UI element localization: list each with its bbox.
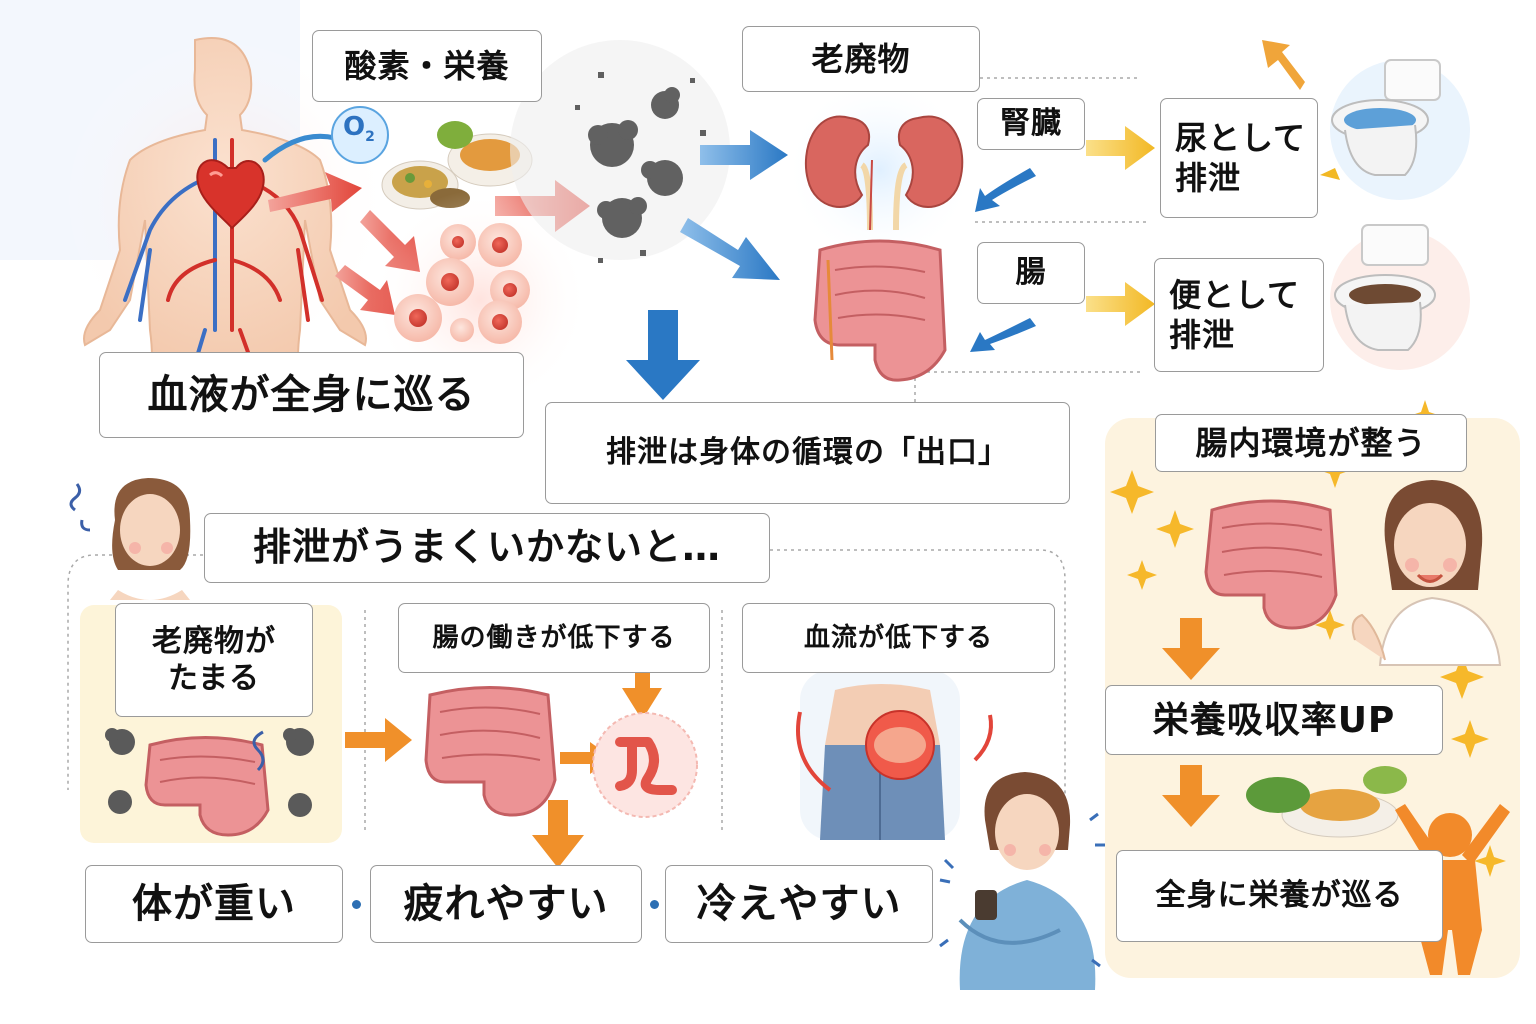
kidney-label: 腎臓	[977, 98, 1085, 150]
blood-flow-decline-label: 血流が低下する	[742, 603, 1055, 673]
waste-accumulates-label: 老廃物が たまる	[115, 603, 313, 717]
orange-arrows-right	[1162, 618, 1220, 827]
waste-accumulates-line2: たまる	[167, 661, 261, 696]
stool-line1: 便として	[1169, 276, 1301, 314]
worried-woman-illustration	[69, 478, 191, 600]
stool-excretion-label: 便として 排泄	[1154, 258, 1324, 372]
oxygen-symbol: O	[343, 112, 366, 142]
waste-label: 老廃物	[742, 26, 980, 92]
separator-dot	[650, 900, 659, 909]
cold-belly-illustration	[796, 670, 993, 840]
blood-circulates-label: 血液が全身に巡る	[99, 352, 524, 438]
toilet-illustration-urine	[1330, 59, 1470, 200]
oxygen-subscript: 2	[365, 129, 375, 146]
heavy-body-label: 体が重い	[85, 865, 343, 943]
excretion-exit-label: 排泄は身体の循環の「出口」	[545, 402, 1070, 504]
absorption-up-label: 栄養吸収率UP	[1105, 685, 1443, 755]
intestine-with-waste-illustration	[105, 728, 314, 837]
kidneys-illustration	[785, 75, 975, 265]
happy-woman-illustration	[1351, 480, 1502, 666]
tired-easily-label: 疲れやすい	[370, 865, 642, 943]
if-excretion-fails-label: 排泄がうまくいかないと…	[204, 513, 770, 583]
bowel-function-decline-label: 腸の働きが低下する	[398, 603, 710, 673]
constipation-badge-illustration	[592, 712, 698, 818]
intestine-label: 腸	[977, 242, 1085, 304]
blue-arrows	[626, 130, 1036, 400]
toilet-illustration-stool	[1330, 224, 1470, 370]
gut-environment-label: 腸内環境が整う	[1155, 414, 1467, 472]
healthy-food-illustration	[1246, 766, 1407, 838]
healthy-intestine-illustration	[1204, 499, 1338, 630]
urine-line1: 尿として	[1175, 119, 1307, 157]
waste-particles-illustration	[510, 40, 730, 263]
stool-line2: 排泄	[1169, 316, 1236, 354]
intestine-illustration-middle	[424, 686, 557, 817]
cold-easily-label: 冷えやすい	[665, 865, 933, 943]
food-plates-illustration	[381, 121, 533, 210]
oxygen-bubble-icon	[262, 106, 389, 164]
urine-excretion-label: 尿として 排泄	[1160, 98, 1318, 218]
separator-dot	[352, 900, 361, 909]
oxygen-symbol-icon: O2	[343, 112, 379, 148]
yellow-arrows	[1086, 40, 1340, 326]
intestine-illustration-top	[813, 239, 947, 382]
oxygen-nutrition-label: 酸素・栄養	[312, 30, 542, 102]
nutrients-circulate-label: 全身に栄養が巡る	[1116, 850, 1443, 942]
urine-line2: 排泄	[1175, 159, 1242, 197]
waste-accumulates-line1: 老廃物が	[152, 623, 276, 659]
cold-woman-illustration	[939, 772, 1105, 990]
